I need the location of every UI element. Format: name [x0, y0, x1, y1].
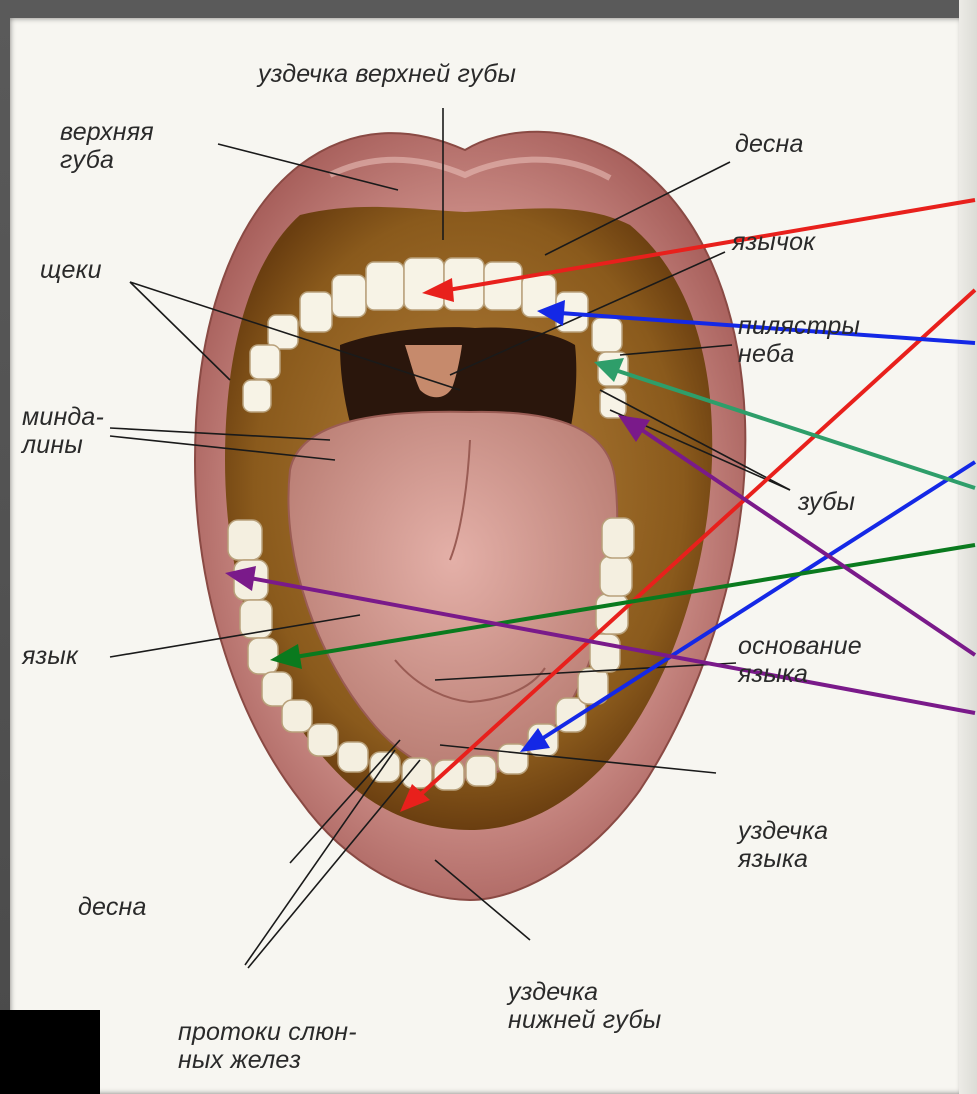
- label-tongue-frenulum-line1: уздечка: [738, 817, 828, 845]
- label-tongue-frenulum: уздечка языка: [738, 817, 828, 873]
- label-tongue-frenulum-line2: языка: [738, 845, 828, 873]
- label-tonsils-line1: минда-: [22, 403, 104, 431]
- black-corner-block: [0, 1010, 100, 1094]
- label-tongue-base-line1: основание: [738, 632, 862, 660]
- label-lower-lip-frenulum-line1: уздечка: [508, 978, 661, 1006]
- label-tonsils-line2: лины: [22, 431, 104, 459]
- label-gum-bottom: десна: [78, 893, 147, 921]
- label-upper-lip-frenulum: уздечка верхней губы: [258, 60, 516, 88]
- label-tongue-base-line2: языка: [738, 660, 862, 688]
- label-lower-lip-frenulum-line2: нижней губы: [508, 1006, 661, 1034]
- label-salivary-ducts: протоки слюн- ных желез: [178, 1018, 357, 1074]
- label-pillars-line2: неба: [738, 340, 860, 368]
- label-tongue-base: основание языка: [738, 632, 862, 688]
- label-lower-lip-frenulum: уздечка нижней губы: [508, 978, 661, 1034]
- label-tonsils: минда- лины: [22, 403, 104, 459]
- label-pillars-line1: пилястры: [738, 312, 860, 340]
- label-tongue: язык: [22, 642, 78, 670]
- label-salivary-line2: ных желез: [178, 1046, 357, 1074]
- label-upper-lip: верхняя губа: [60, 118, 154, 174]
- label-pillars: пилястры неба: [738, 312, 860, 368]
- label-salivary-line1: протоки слюн-: [178, 1018, 357, 1046]
- label-upper-lip-line2: губа: [60, 146, 154, 174]
- label-uvula: язычок: [732, 228, 815, 256]
- label-upper-lip-line1: верхняя: [60, 118, 154, 146]
- label-cheeks: щеки: [40, 256, 102, 284]
- label-gum-top: десна: [735, 130, 804, 158]
- label-teeth: зубы: [798, 488, 855, 516]
